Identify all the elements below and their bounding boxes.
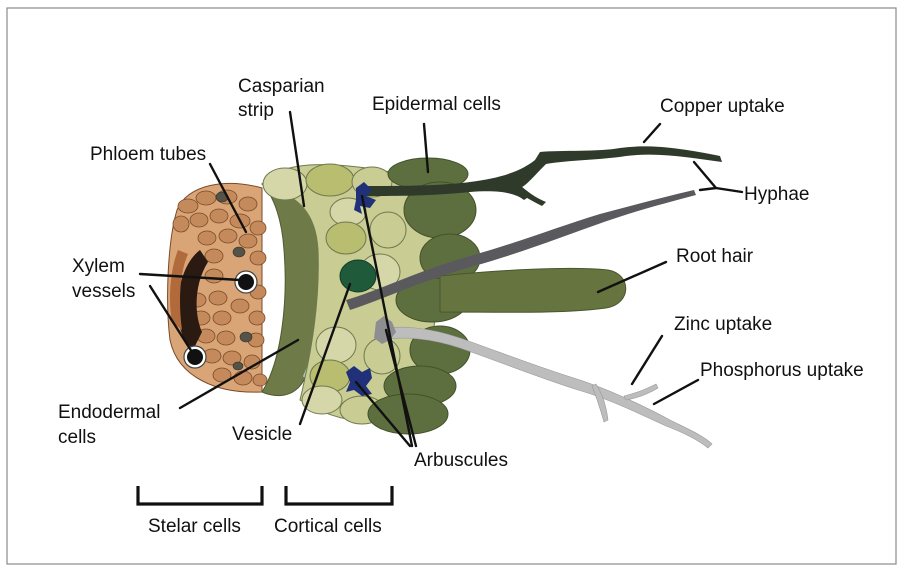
label-endodermal-cells-line2: cells	[58, 427, 96, 448]
label-cortical-cells: Cortical cells	[274, 516, 382, 537]
root-hair-shape	[440, 268, 626, 312]
label-endodermal-cells-line1: Endodermal	[58, 402, 160, 423]
label-casparian-strip-line1: Casparian	[238, 76, 325, 97]
label-stelar-cells: Stelar cells	[148, 516, 241, 537]
label-arbuscules: Arbuscules	[414, 450, 508, 471]
label-epidermal-cells: Epidermal cells	[372, 94, 501, 115]
label-casparian-strip-line2: strip	[238, 100, 274, 121]
label-xylem-vessels-line2: vessels	[72, 281, 135, 302]
label-xylem-vessels-line1: Xylem	[72, 256, 125, 277]
label-copper-uptake: Copper uptake	[660, 96, 785, 117]
label-root-hair: Root hair	[676, 246, 754, 267]
label-zinc-uptake: Zinc uptake	[674, 314, 772, 335]
label-phloem-tubes: Phloem tubes	[90, 144, 206, 165]
vesicle-shape	[340, 260, 376, 292]
label-phosphorus-uptake: Phosphorus uptake	[700, 360, 864, 381]
label-hyphae: Hyphae	[744, 184, 810, 205]
label-vesicle: Vesicle	[232, 424, 292, 445]
